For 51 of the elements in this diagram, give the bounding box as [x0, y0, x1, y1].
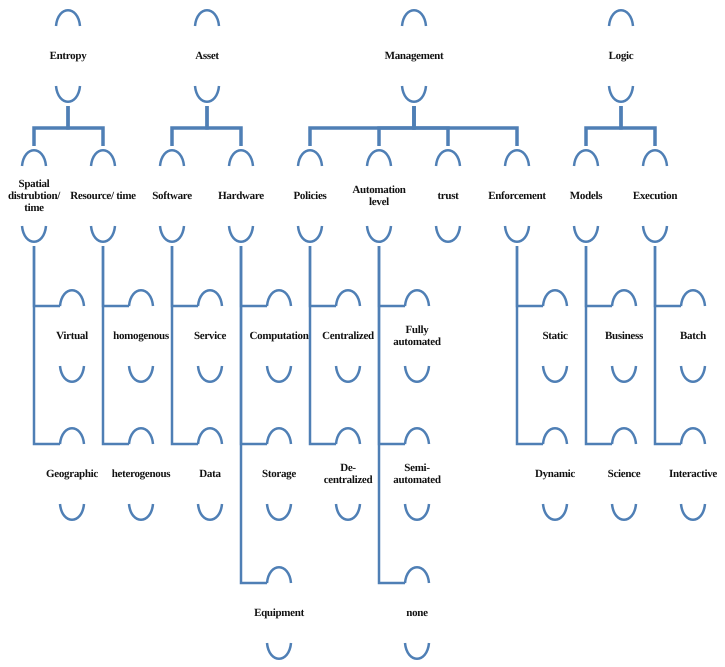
bracket-node	[110, 424, 172, 524]
node-label: Dynamic	[534, 468, 576, 480]
node-label: Interactive	[668, 468, 717, 480]
node-label: Batch	[680, 330, 706, 342]
node-label: Equipment	[254, 606, 304, 620]
node-label: Spatial distrubtion/ time	[6, 178, 62, 214]
node-label: Virtual	[56, 330, 88, 342]
tree-connector	[66, 106, 105, 146]
tree-connector	[205, 106, 243, 146]
bracket-node	[69, 146, 137, 246]
node-label: Business	[605, 330, 643, 342]
tree-connector	[412, 106, 519, 146]
node-label: Asset	[195, 50, 219, 62]
bracket-node	[248, 286, 310, 386]
node-label: Models	[570, 190, 602, 202]
node-label: Management	[384, 50, 444, 62]
tree-connector	[584, 246, 593, 446]
node-label: heterogenous	[112, 468, 170, 480]
node-label: Semi- automated	[392, 462, 442, 486]
node-label: Hardware	[218, 190, 264, 202]
tree-connector	[308, 246, 317, 446]
node-label: Static	[542, 330, 568, 342]
node-label: Fully automated	[392, 324, 442, 348]
node-label: Enforcement	[488, 190, 546, 202]
node-label: trust	[437, 190, 459, 202]
node-label: Science	[608, 468, 640, 480]
node-label: Service	[194, 330, 226, 342]
node-label: Storage	[262, 468, 296, 480]
node-label: Execution	[632, 190, 678, 202]
node-label: Logic	[608, 50, 634, 62]
node-label: Data	[199, 468, 221, 480]
tree-connector	[170, 246, 179, 446]
tree-connector	[102, 246, 110, 446]
node-label: Automation level	[351, 184, 407, 208]
tree-connector	[378, 246, 386, 584]
bracket-node	[110, 286, 172, 386]
node-label: Policies	[293, 190, 327, 202]
tree-connector	[619, 106, 657, 146]
tree-connector	[32, 246, 41, 446]
node-label: Resource/ time	[70, 190, 136, 202]
tree-connector	[240, 246, 248, 584]
node-label: Software	[152, 190, 192, 202]
node-label: none	[406, 606, 428, 620]
node-label: Centralized	[322, 330, 374, 342]
node-label: Computation	[249, 330, 309, 342]
node-label: Entropy	[50, 50, 86, 62]
node-label: Geographic	[46, 468, 98, 480]
tree-connector	[516, 246, 524, 446]
tree-connector	[654, 246, 662, 446]
node-label: homogenous	[113, 330, 169, 342]
node-label: De- centralized	[322, 462, 374, 486]
